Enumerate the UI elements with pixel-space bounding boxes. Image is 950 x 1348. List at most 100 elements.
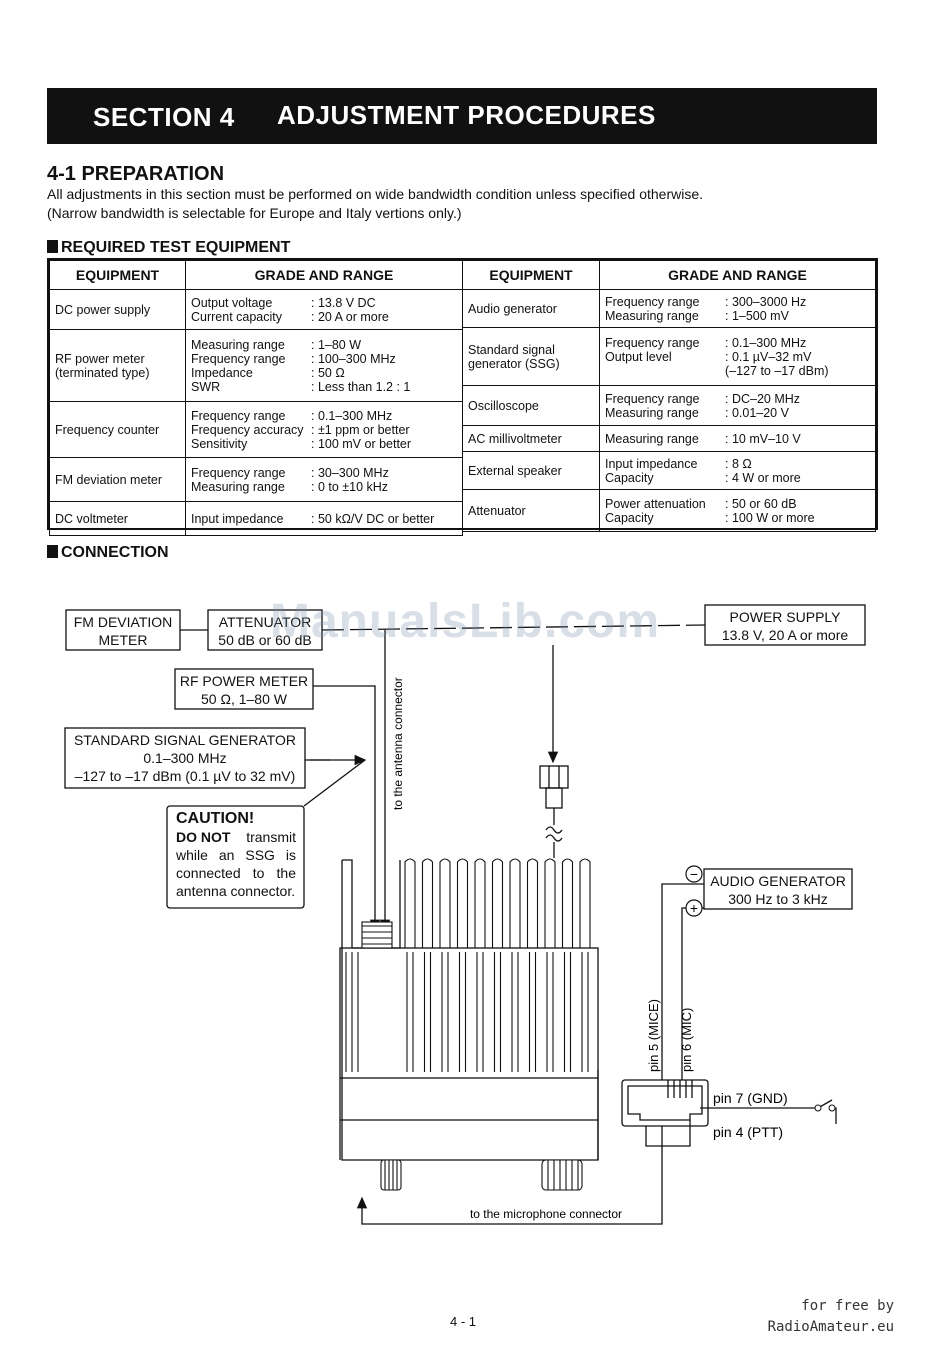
heatsink-fin: [579, 858, 591, 948]
heatsink-fin-line: [476, 952, 484, 1072]
equipment-name: Attenuator: [462, 489, 600, 532]
caution-box: [166, 805, 305, 909]
equipment-name: Frequency counter: [49, 401, 186, 458]
spec-label: Frequency accuracy: [191, 422, 304, 437]
spec-label: Frequency range: [191, 351, 286, 366]
required-heading: REQUIRED TEST EQUIPMENT: [47, 239, 290, 257]
fm-deviation-line2: METER: [98, 632, 148, 648]
credit: for free by RadioAmateur.eu: [768, 1296, 894, 1338]
spec-value: : 50 Ω: [311, 365, 345, 380]
pin4-label: pin 4 (PTT): [713, 1124, 783, 1140]
spec-value: : 0.1–300 MHz: [311, 408, 393, 423]
caution-line1: transmit: [246, 829, 296, 845]
equipment-table: EQUIPMENT GRADE AND RANGE DC power suppl…: [47, 258, 878, 536]
mic-connector: [621, 1079, 709, 1127]
spec-label: Measuring range: [191, 479, 285, 494]
heatsink-fin: [561, 858, 574, 948]
heatsink-fin: [421, 858, 434, 948]
table-row: DC voltmeter Input impedance : 50 kΩ/V DC …: [49, 501, 463, 536]
ssg-label: STANDARD SIGNAL GENERATOR 0.1–300 MHz –1…: [65, 731, 305, 785]
rf-power-label: RF POWER METER 50 Ω, 1–80 W: [175, 672, 313, 708]
heatsink-fin: [509, 858, 521, 948]
spec-label: Capacity: [605, 510, 654, 525]
spec-label: Sensitivity: [191, 436, 248, 451]
heatsink-fin-line: [441, 952, 449, 1072]
heatsink-fin-line: [406, 952, 414, 1072]
spec-label: Frequency range: [191, 408, 286, 423]
col-grade: GRADE AND RANGE: [185, 260, 463, 290]
spec-label: Frequency range: [191, 465, 286, 480]
audio-gen-line2: 300 Hz to 3 kHz: [728, 891, 828, 907]
spec-label: Measuring range: [191, 337, 285, 352]
pin7-label: pin 7 (GND): [713, 1090, 788, 1106]
spec-label: Power attenuation: [605, 496, 706, 511]
equipment-name: Oscilloscope: [462, 385, 600, 426]
equipment-name: DC voltmeter: [49, 501, 186, 536]
watermark: ManualsLib.com: [270, 595, 661, 648]
spec-value: (–127 to –17 dBm): [725, 363, 829, 378]
section-header: SECTION 4 ADJUSTMENT PROCEDURES: [47, 88, 877, 144]
spec-value: : 0.01–20 V: [725, 405, 789, 420]
caution-line3: connected to the: [176, 865, 296, 881]
equipment-spec: Measuring range : 10 mV–10 V: [599, 425, 876, 452]
equipment-spec: Input impedance : 50 kΩ/V DC or better: [185, 501, 463, 536]
heatsink-fin-line: [423, 952, 432, 1072]
spec-label: Measuring range: [605, 308, 699, 323]
plus-terminal-icon: [685, 899, 703, 917]
intro-line-1: All adjustments in this section must be …: [47, 186, 704, 202]
section-title: ADJUSTMENT PROCEDURES: [277, 100, 656, 130]
spec-value: : 50 or 60 dB: [725, 496, 797, 511]
heatsink-fin-line: [458, 952, 467, 1072]
knob-left: [380, 1159, 402, 1191]
table-row: Attenuator Power attenuation : 50 or 60 dB…: [462, 489, 876, 532]
spec-value: : ±1 ppm or better: [311, 422, 410, 437]
spec-value: : 100–300 MHz: [311, 351, 396, 366]
rf-power-box: [174, 668, 314, 710]
spec-value: : 30–300 MHz: [311, 465, 389, 480]
spec-label: Input impedance: [191, 511, 284, 526]
spec-label: Input impedance: [605, 456, 698, 471]
heatsink-fin: [404, 858, 416, 948]
power-supply-label: POWER SUPPLY 13.8 V, 20 A or more: [705, 608, 865, 644]
heatsink-fin: [439, 858, 451, 948]
spec-label: Measuring range: [605, 405, 699, 420]
plus-sign: +: [690, 900, 698, 916]
connection-heading: CONNECTION: [47, 544, 169, 562]
credit-line1: for free by: [801, 1298, 894, 1314]
square-bullet-icon: [47, 240, 58, 253]
rf-power-line1: RF POWER METER: [179, 673, 309, 689]
table-row: Standard signal generator (SSG)Frequency…: [462, 327, 876, 386]
pin5-label: pin 5 (MICE): [646, 999, 661, 1072]
spec-value: : 100 mV or better: [311, 436, 412, 451]
spec-value: : 0.1 µV–32 mV: [725, 349, 812, 364]
ssg-line2: 0.1–300 MHz: [143, 750, 227, 766]
caution-bold: DO NOT: [176, 829, 231, 845]
col-grade-2: GRADE AND RANGE: [599, 260, 876, 290]
heatsink-fin: [526, 858, 539, 948]
spec-value: : 10 mV–10 V: [725, 431, 801, 446]
caution-title: CAUTION!: [176, 810, 255, 827]
heatsink-fin-line: [493, 952, 502, 1072]
spec-value: : 20 A or more: [311, 309, 389, 324]
heatsink-fin: [544, 858, 556, 948]
spec-label: Frequency range: [605, 294, 700, 309]
fm-deviation-line1: FM DEVIATION: [73, 614, 173, 630]
spec-label: Frequency range: [605, 335, 700, 350]
connection-heading-text: CONNECTION: [61, 544, 169, 561]
spec-value: : 13.8 V DC: [311, 295, 376, 310]
spec-value: : Less than 1.2 : 1: [311, 379, 411, 394]
spec-label: Frequency range: [605, 391, 700, 406]
spec-value: : 50 kΩ/V DC or better: [311, 511, 435, 526]
spec-label: Measuring range: [605, 431, 699, 446]
credit-line2: RadioAmateur.eu: [767, 1319, 894, 1335]
